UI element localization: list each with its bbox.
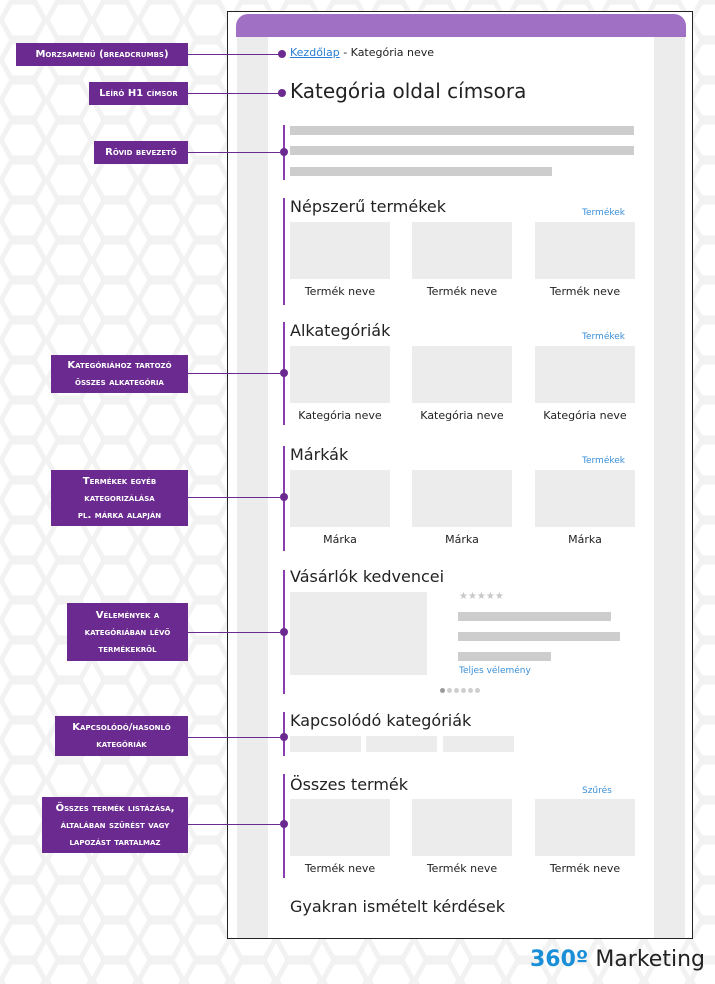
filter-link[interactable]: Szűrés xyxy=(582,786,612,796)
product-name[interactable]: Termék neve xyxy=(426,862,498,875)
product-image[interactable] xyxy=(290,799,390,856)
brand-logo: 360º Marketing xyxy=(530,947,705,972)
brand-image[interactable] xyxy=(535,470,635,527)
review-product-image[interactable] xyxy=(290,592,427,675)
section-title-favorites: Vásárlók kedvencei xyxy=(290,567,445,586)
brand-name[interactable]: Márka xyxy=(323,533,357,546)
dot-breadcrumbs xyxy=(278,50,286,58)
pager-dot[interactable] xyxy=(461,688,466,693)
line-reviews xyxy=(188,632,280,633)
review-line-2 xyxy=(458,632,620,641)
review-line-3 xyxy=(458,652,551,661)
intro-line-2 xyxy=(290,146,634,155)
product-image[interactable] xyxy=(412,799,512,856)
product-image[interactable] xyxy=(535,222,635,279)
brand-image[interactable] xyxy=(412,470,512,527)
pager-dot[interactable] xyxy=(447,688,452,693)
breadcrumb-separator: - xyxy=(339,46,351,59)
breadcrumb-home-link[interactable]: Kezdőlap xyxy=(290,46,340,59)
intro-line-3 xyxy=(290,167,552,176)
annotation-h1: Leíró H1 címsor xyxy=(89,82,188,105)
subcategories-link[interactable]: Termékek xyxy=(582,332,625,342)
dot-subcategories xyxy=(280,369,288,377)
brand-logo-number: 360º xyxy=(530,947,589,972)
brand-logo-text: Marketing xyxy=(588,947,705,972)
star-rating: ★★★★★ xyxy=(459,591,504,602)
section-title-subcategories: Alkategóriák xyxy=(290,321,391,340)
product-name[interactable]: Termék neve xyxy=(304,862,376,875)
review-line-1 xyxy=(458,612,611,621)
annotation-intro: Rövid bevezető xyxy=(94,141,188,164)
pager-dot[interactable] xyxy=(454,688,459,693)
product-name[interactable]: Termék neve xyxy=(426,285,498,298)
intro-line-1 xyxy=(290,126,634,135)
carousel-pager[interactable] xyxy=(440,688,480,693)
product-image[interactable] xyxy=(290,222,390,279)
line-intro xyxy=(188,152,280,153)
right-sidebar xyxy=(654,37,685,938)
section-title-popular: Népszerű termékek xyxy=(290,197,446,216)
brand-image[interactable] xyxy=(290,470,390,527)
breadcrumb: Kezdőlap - Kategória neve xyxy=(290,46,434,59)
brands-link[interactable]: Termékek xyxy=(582,456,625,466)
dot-all xyxy=(280,820,288,828)
line-related xyxy=(188,737,280,738)
category-image[interactable] xyxy=(535,346,635,403)
product-name[interactable]: Termék neve xyxy=(304,285,376,298)
left-sidebar xyxy=(237,37,268,938)
pager-dot[interactable] xyxy=(475,688,480,693)
pager-dot[interactable] xyxy=(468,688,473,693)
line-brands xyxy=(188,497,280,498)
product-image[interactable] xyxy=(535,799,635,856)
related-category-tag[interactable] xyxy=(443,736,514,752)
related-category-tag[interactable] xyxy=(290,736,361,752)
line-all xyxy=(188,824,280,825)
connector-popular xyxy=(283,198,285,305)
line-h1 xyxy=(188,93,280,94)
pager-dot[interactable] xyxy=(440,688,445,693)
product-image[interactable] xyxy=(412,222,512,279)
dot-h1 xyxy=(278,89,286,97)
related-category-tag[interactable] xyxy=(366,736,437,752)
section-title-faq: Gyakran ismételt kérdések xyxy=(290,897,505,916)
annotation-all-products: Összes termék listázása, általában szűré… xyxy=(42,797,188,853)
product-name[interactable]: Termék neve xyxy=(549,862,621,875)
annotation-other-categorization: Termékek egyéb kategorizálása pl. márka … xyxy=(51,470,188,526)
annotation-related: Kapcsolódó/hasonló kategóriák xyxy=(55,716,188,756)
brand-name[interactable]: Márka xyxy=(445,533,479,546)
popular-products-link[interactable]: Termékek xyxy=(582,208,625,218)
product-name[interactable]: Termék neve xyxy=(549,285,621,298)
page-title: Kategória oldal címsora xyxy=(290,79,527,103)
browser-top-bar xyxy=(236,14,686,37)
dot-related xyxy=(280,733,288,741)
category-image[interactable] xyxy=(412,346,512,403)
annotation-subcategories: Kategóriához tartozó összes alkategória xyxy=(51,355,188,393)
annotation-reviews: Vélemények a kategóriában lévő termékekr… xyxy=(67,603,188,661)
section-title-related: Kapcsolódó kategóriák xyxy=(290,711,472,730)
brand-name[interactable]: Márka xyxy=(568,533,602,546)
section-title-all-products: Összes termék xyxy=(290,775,409,794)
dot-intro xyxy=(280,148,288,156)
dot-brands xyxy=(280,493,288,501)
breadcrumb-current: Kategória neve xyxy=(350,46,435,59)
line-breadcrumbs xyxy=(188,54,280,55)
section-title-brands: Márkák xyxy=(290,445,349,464)
category-image[interactable] xyxy=(290,346,390,403)
line-subcategories xyxy=(188,373,280,374)
category-name[interactable]: Kategória neve xyxy=(543,409,627,422)
annotation-breadcrumbs: Morzsamenü (breadcrumbs) xyxy=(16,43,188,66)
category-name[interactable]: Kategória neve xyxy=(420,409,504,422)
full-review-link[interactable]: Teljes vélemény xyxy=(459,666,531,676)
category-name[interactable]: Kategória neve xyxy=(298,409,382,422)
dot-reviews xyxy=(280,628,288,636)
